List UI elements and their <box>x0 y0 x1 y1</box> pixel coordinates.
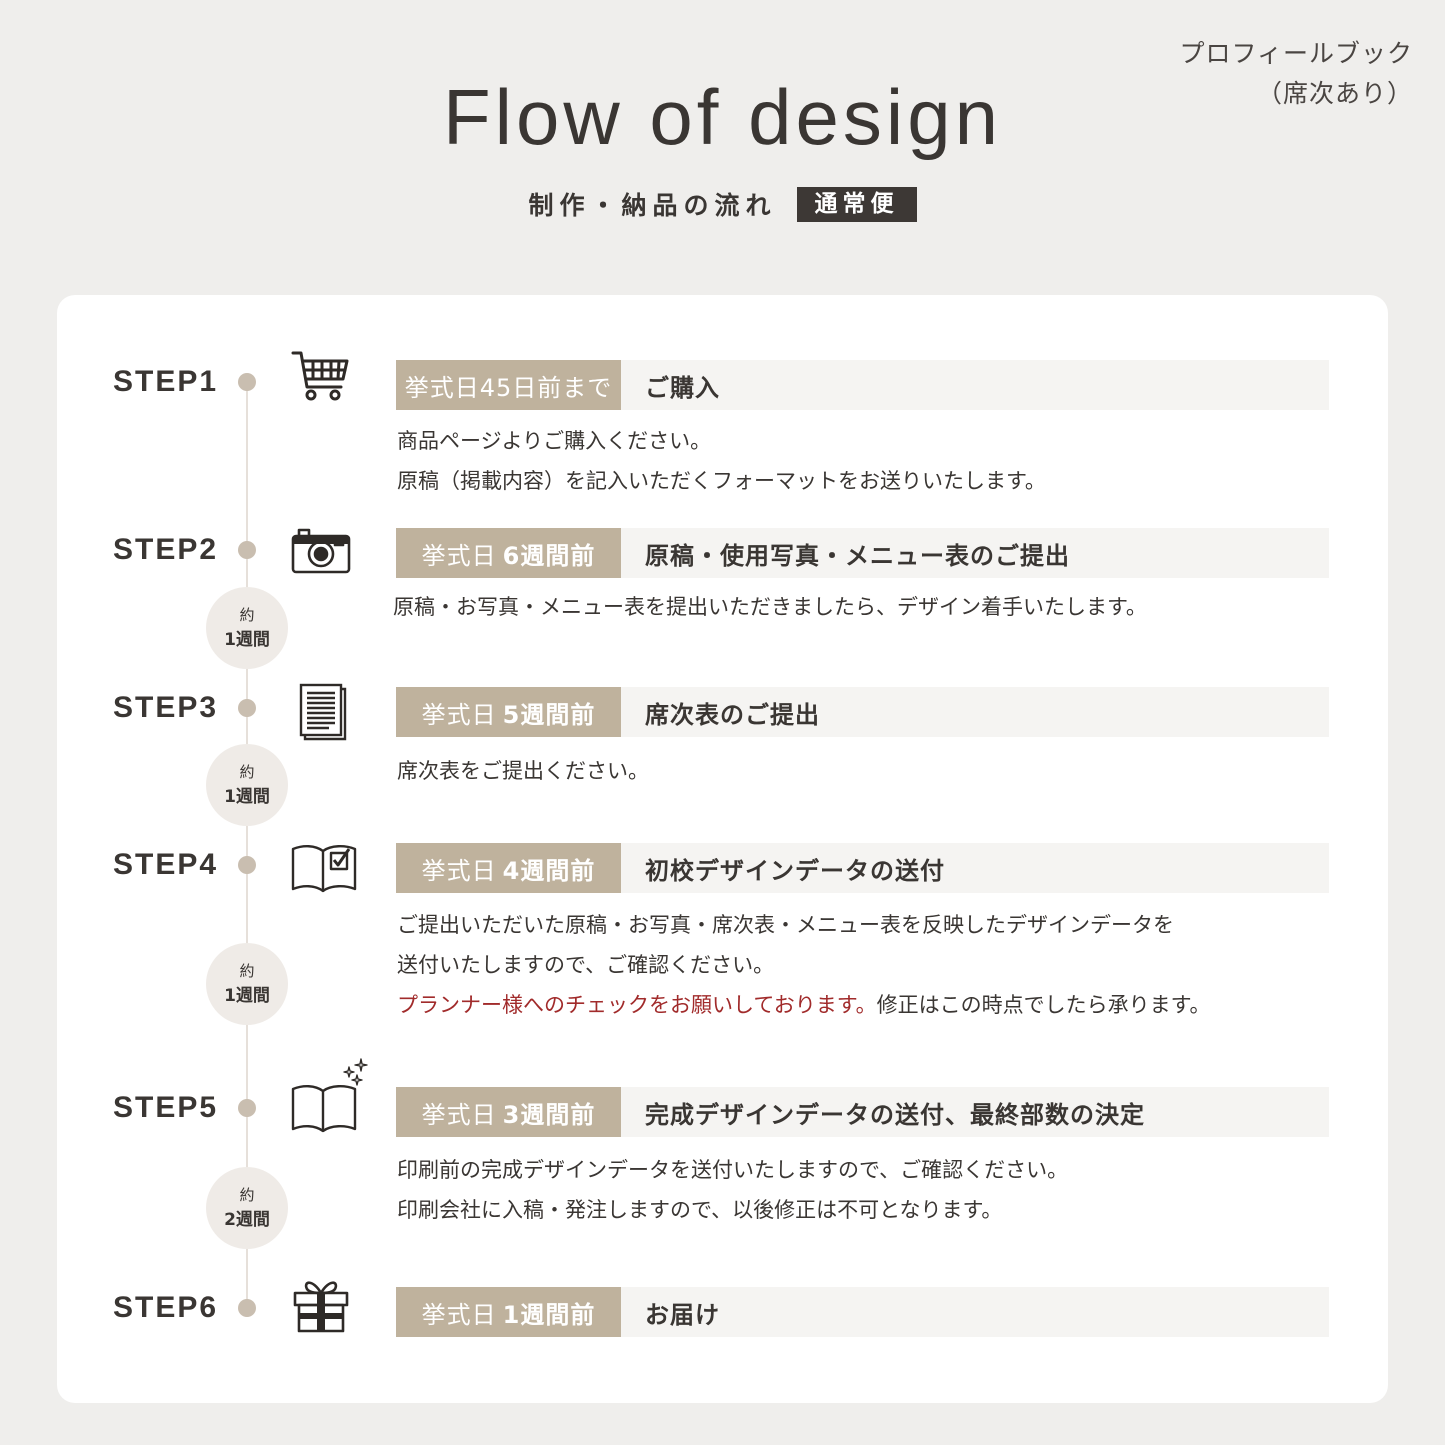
step-3-deadline-weeks: 5週間前 <box>502 700 596 729</box>
step-5-deadline-prefix: 挙式日 <box>421 1100 497 1129</box>
flow-card: STEP1 挙式日45日前まで ご購入 商品ページよりご購入ください。 原稿（掲… <box>57 295 1388 1403</box>
step-1-deadline: 挙式日45日前まで <box>404 373 613 402</box>
interval-badge: 約 1週間 <box>206 943 288 1025</box>
interval-duration: 2週間 <box>224 1210 270 1230</box>
step-1-body-line: 原稿（掲載内容）を記入いただくフォーマットをお送りいたします。 <box>397 469 1046 493</box>
step-5-label: STEP5 <box>113 1091 219 1124</box>
step-1-body-line: 商品ページよりご購入ください。 <box>397 429 712 453</box>
step-4-title: 初校デザインデータの送付 <box>645 856 945 885</box>
step-2-deadline-weeks: 6週間前 <box>502 541 596 570</box>
step-6-label: STEP6 <box>113 1291 219 1324</box>
interval-duration: 1週間 <box>224 986 270 1006</box>
step-1-title: ご購入 <box>645 373 720 402</box>
step-3-label: STEP3 <box>113 691 219 724</box>
step-3-dot <box>238 699 256 717</box>
step-4-label: STEP4 <box>113 848 219 881</box>
step-2-deadline-prefix: 挙式日 <box>421 541 497 570</box>
step-5-deadline-weeks: 3週間前 <box>502 1100 596 1129</box>
step-1-deadline-tag: 挙式日45日前まで <box>396 360 621 410</box>
step-5-dot <box>238 1099 256 1117</box>
step-6-title: お届け <box>645 1300 720 1329</box>
subtitle: 制作・納品の流れ <box>528 191 777 220</box>
step-4-body-line: プランナー様へのチェックをお願いしております。修正はこの時点でしたら承ります。 <box>397 985 1337 1025</box>
step-4-body: ご提出いただいた原稿・お写真・席次表・メニュー表を反映したデザインデータを 送付… <box>397 905 1337 1025</box>
interval-prefix: 約 <box>239 1186 255 1204</box>
step-3-title: 席次表のご提出 <box>645 700 820 729</box>
product-name: プロフィールブック <box>1179 39 1413 68</box>
step-4-body-line: 送付いたしますので、ご確認ください。 <box>397 953 775 977</box>
open-book-sparkle-icon <box>291 1058 368 1133</box>
interval-prefix: 約 <box>239 606 255 624</box>
interval-duration: 1週間 <box>224 787 270 807</box>
page-title: Flow of design <box>443 73 1002 161</box>
shopping-cart-icon <box>291 351 349 401</box>
timeline-line <box>246 385 248 1305</box>
step-4-deadline-weeks: 4週間前 <box>502 856 596 885</box>
document-icon <box>299 683 347 741</box>
checked-book-icon <box>291 845 357 893</box>
step-3-deadline-prefix: 挙式日 <box>421 700 497 729</box>
step-4-deadline-prefix: 挙式日 <box>421 856 497 885</box>
gift-box-icon <box>293 1281 349 1333</box>
subtitle-row: 制作・納品の流れ 通常便 <box>0 186 1445 222</box>
step-6-dot <box>238 1299 256 1317</box>
interval-prefix: 約 <box>239 962 255 980</box>
delivery-type-badge: 通常便 <box>796 186 917 222</box>
step-2-label: STEP2 <box>113 533 219 566</box>
product-variant: （席次あり） <box>1256 79 1413 108</box>
revision-note: 修正はこの時点でしたら承ります。 <box>876 993 1211 1017</box>
step-1-dot <box>238 373 256 391</box>
interval-badge: 約 1週間 <box>206 587 288 669</box>
step-5-body: 印刷前の完成デザインデータを送付いたしますので、ご確認ください。 印刷会社に入稿… <box>397 1150 1337 1230</box>
planner-check-notice: プランナー様へのチェックをお願いしております。 <box>397 993 877 1017</box>
step-3-body-line: 席次表をご提出ください。 <box>397 759 649 783</box>
step-1-header: 挙式日45日前まで ご購入 <box>396 360 1329 410</box>
step-4-dot <box>238 856 256 874</box>
camera-icon <box>291 528 351 574</box>
step-6-deadline-weeks: 1週間前 <box>502 1300 596 1329</box>
step-4-body-line: ご提出いただいた原稿・お写真・席次表・メニュー表を反映したデザインデータを <box>397 913 1174 937</box>
interval-badge: 約 2週間 <box>206 1167 288 1249</box>
step-5-body-line: 印刷前の完成デザインデータを送付いたしますので、ご確認ください。 <box>397 1158 1069 1182</box>
step-6-deadline-prefix: 挙式日 <box>421 1300 497 1329</box>
step-1-label: STEP1 <box>113 365 219 398</box>
step-2-body: 原稿・お写真・メニュー表を提出いただきましたら、デザイン着手いたします。 <box>393 587 1333 627</box>
step-3-body: 席次表をご提出ください。 <box>397 751 1337 791</box>
step-1-body: 商品ページよりご購入ください。 原稿（掲載内容）を記入いただくフォーマットをお送… <box>397 421 1337 501</box>
interval-duration: 1週間 <box>224 630 270 650</box>
interval-prefix: 約 <box>239 763 255 781</box>
step-5-title: 完成デザインデータの送付、最終部数の決定 <box>645 1100 1145 1129</box>
step-2-title: 原稿・使用写真・メニュー表のご提出 <box>645 541 1070 570</box>
interval-badge: 約 1週間 <box>206 744 288 826</box>
step-2-body-line: 原稿・お写真・メニュー表を提出いただきましたら、デザイン着手いたします。 <box>393 595 1147 619</box>
product-note: プロフィールブック （席次あり） <box>1179 34 1413 114</box>
step-2-dot <box>238 541 256 559</box>
step-5-body-line: 印刷会社に入稿・発注しますので、以後修正は不可となります。 <box>397 1198 1003 1222</box>
